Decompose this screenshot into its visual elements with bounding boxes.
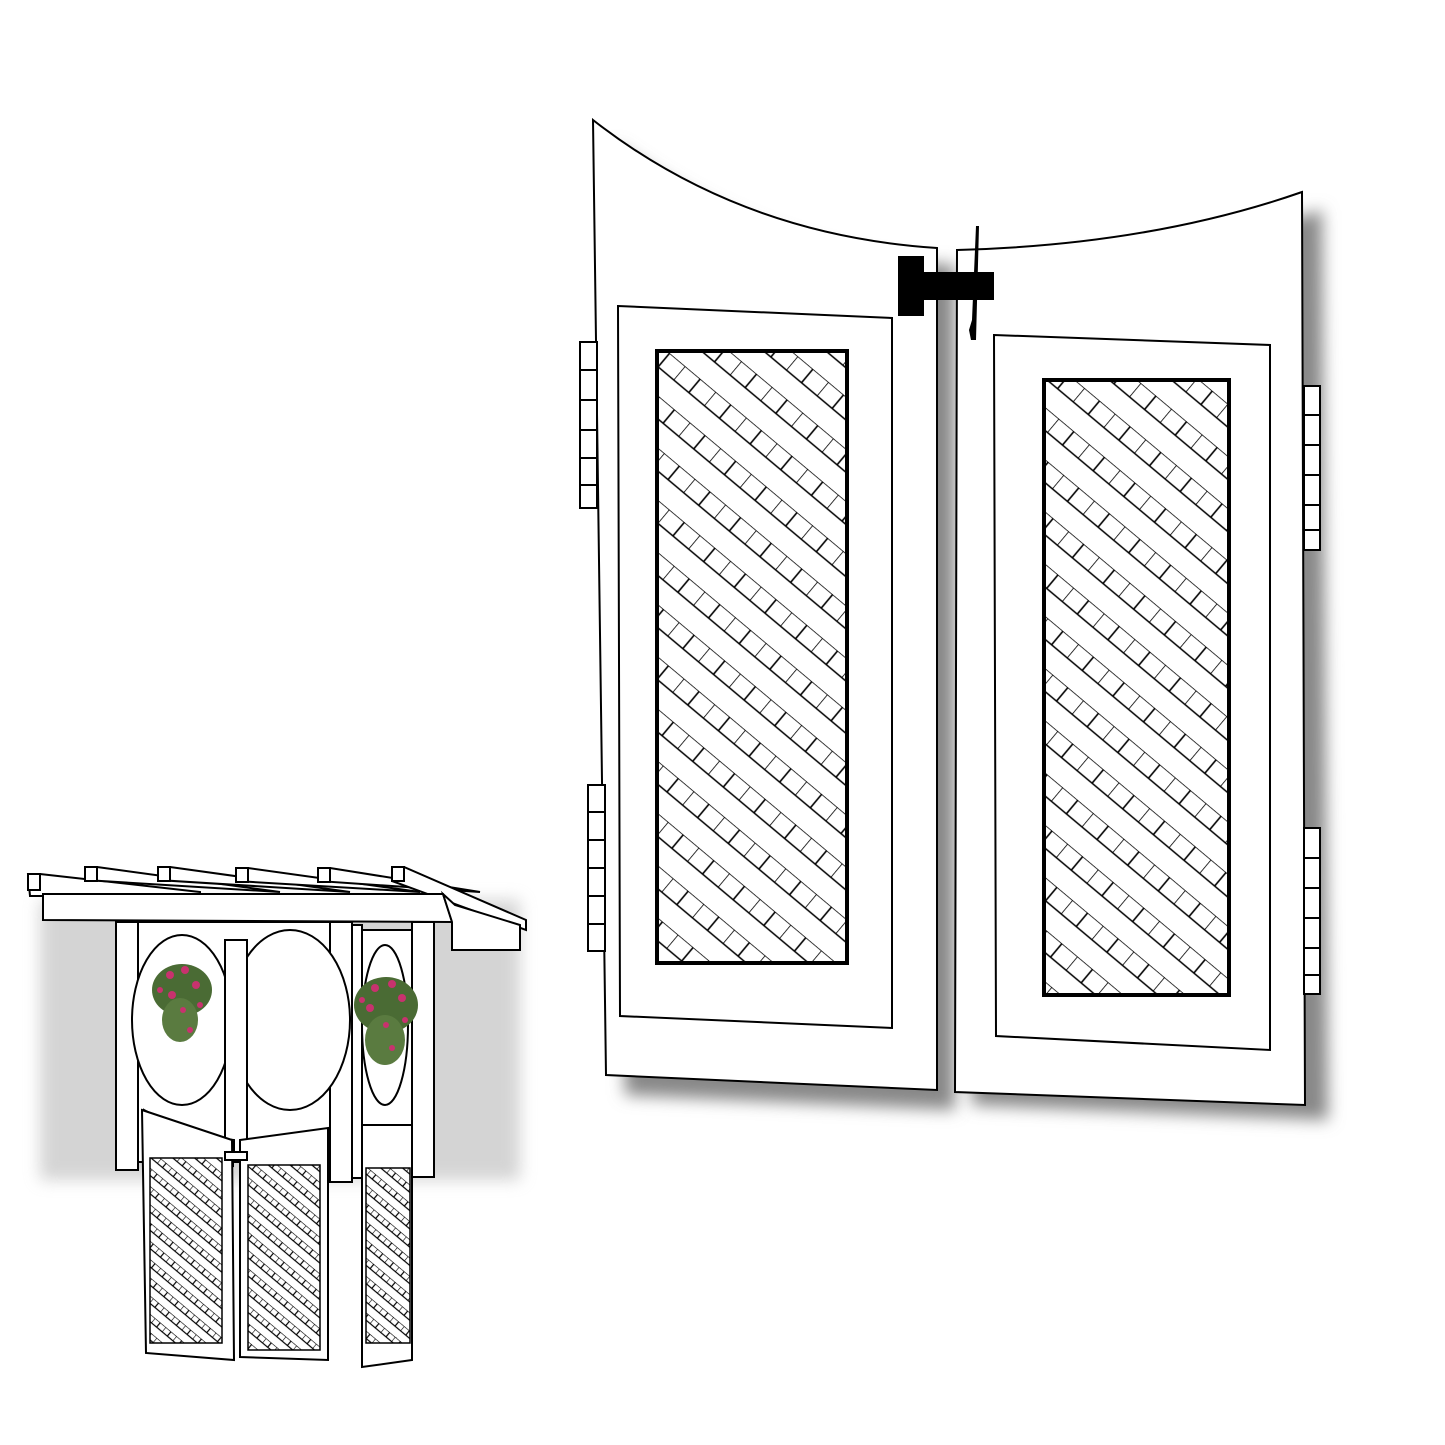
small-latch-icon [224,1151,248,1161]
post [411,921,435,1178]
hinge-icon [587,784,606,952]
flower-basket-icon [354,977,418,1065]
front-beam [42,893,454,924]
hinge-icon [1303,827,1321,995]
rafters [26,866,527,932]
latch-icon [898,226,994,340]
right-lattice [1044,380,1229,995]
side-beam [440,890,521,951]
small-lattice [149,1157,223,1344]
flower-basket-icon [152,964,212,1042]
hinge-icon [1303,385,1321,551]
left-lattice-frame [655,349,849,965]
large-gate [579,117,1328,1120]
small-lattice [365,1167,411,1344]
left-lattice [657,351,847,963]
small-lattice [247,1164,321,1351]
side-post [351,924,363,1179]
small-arbor [26,866,527,1369]
hinge-icon [579,341,598,509]
right-lattice-frame [1042,378,1231,997]
